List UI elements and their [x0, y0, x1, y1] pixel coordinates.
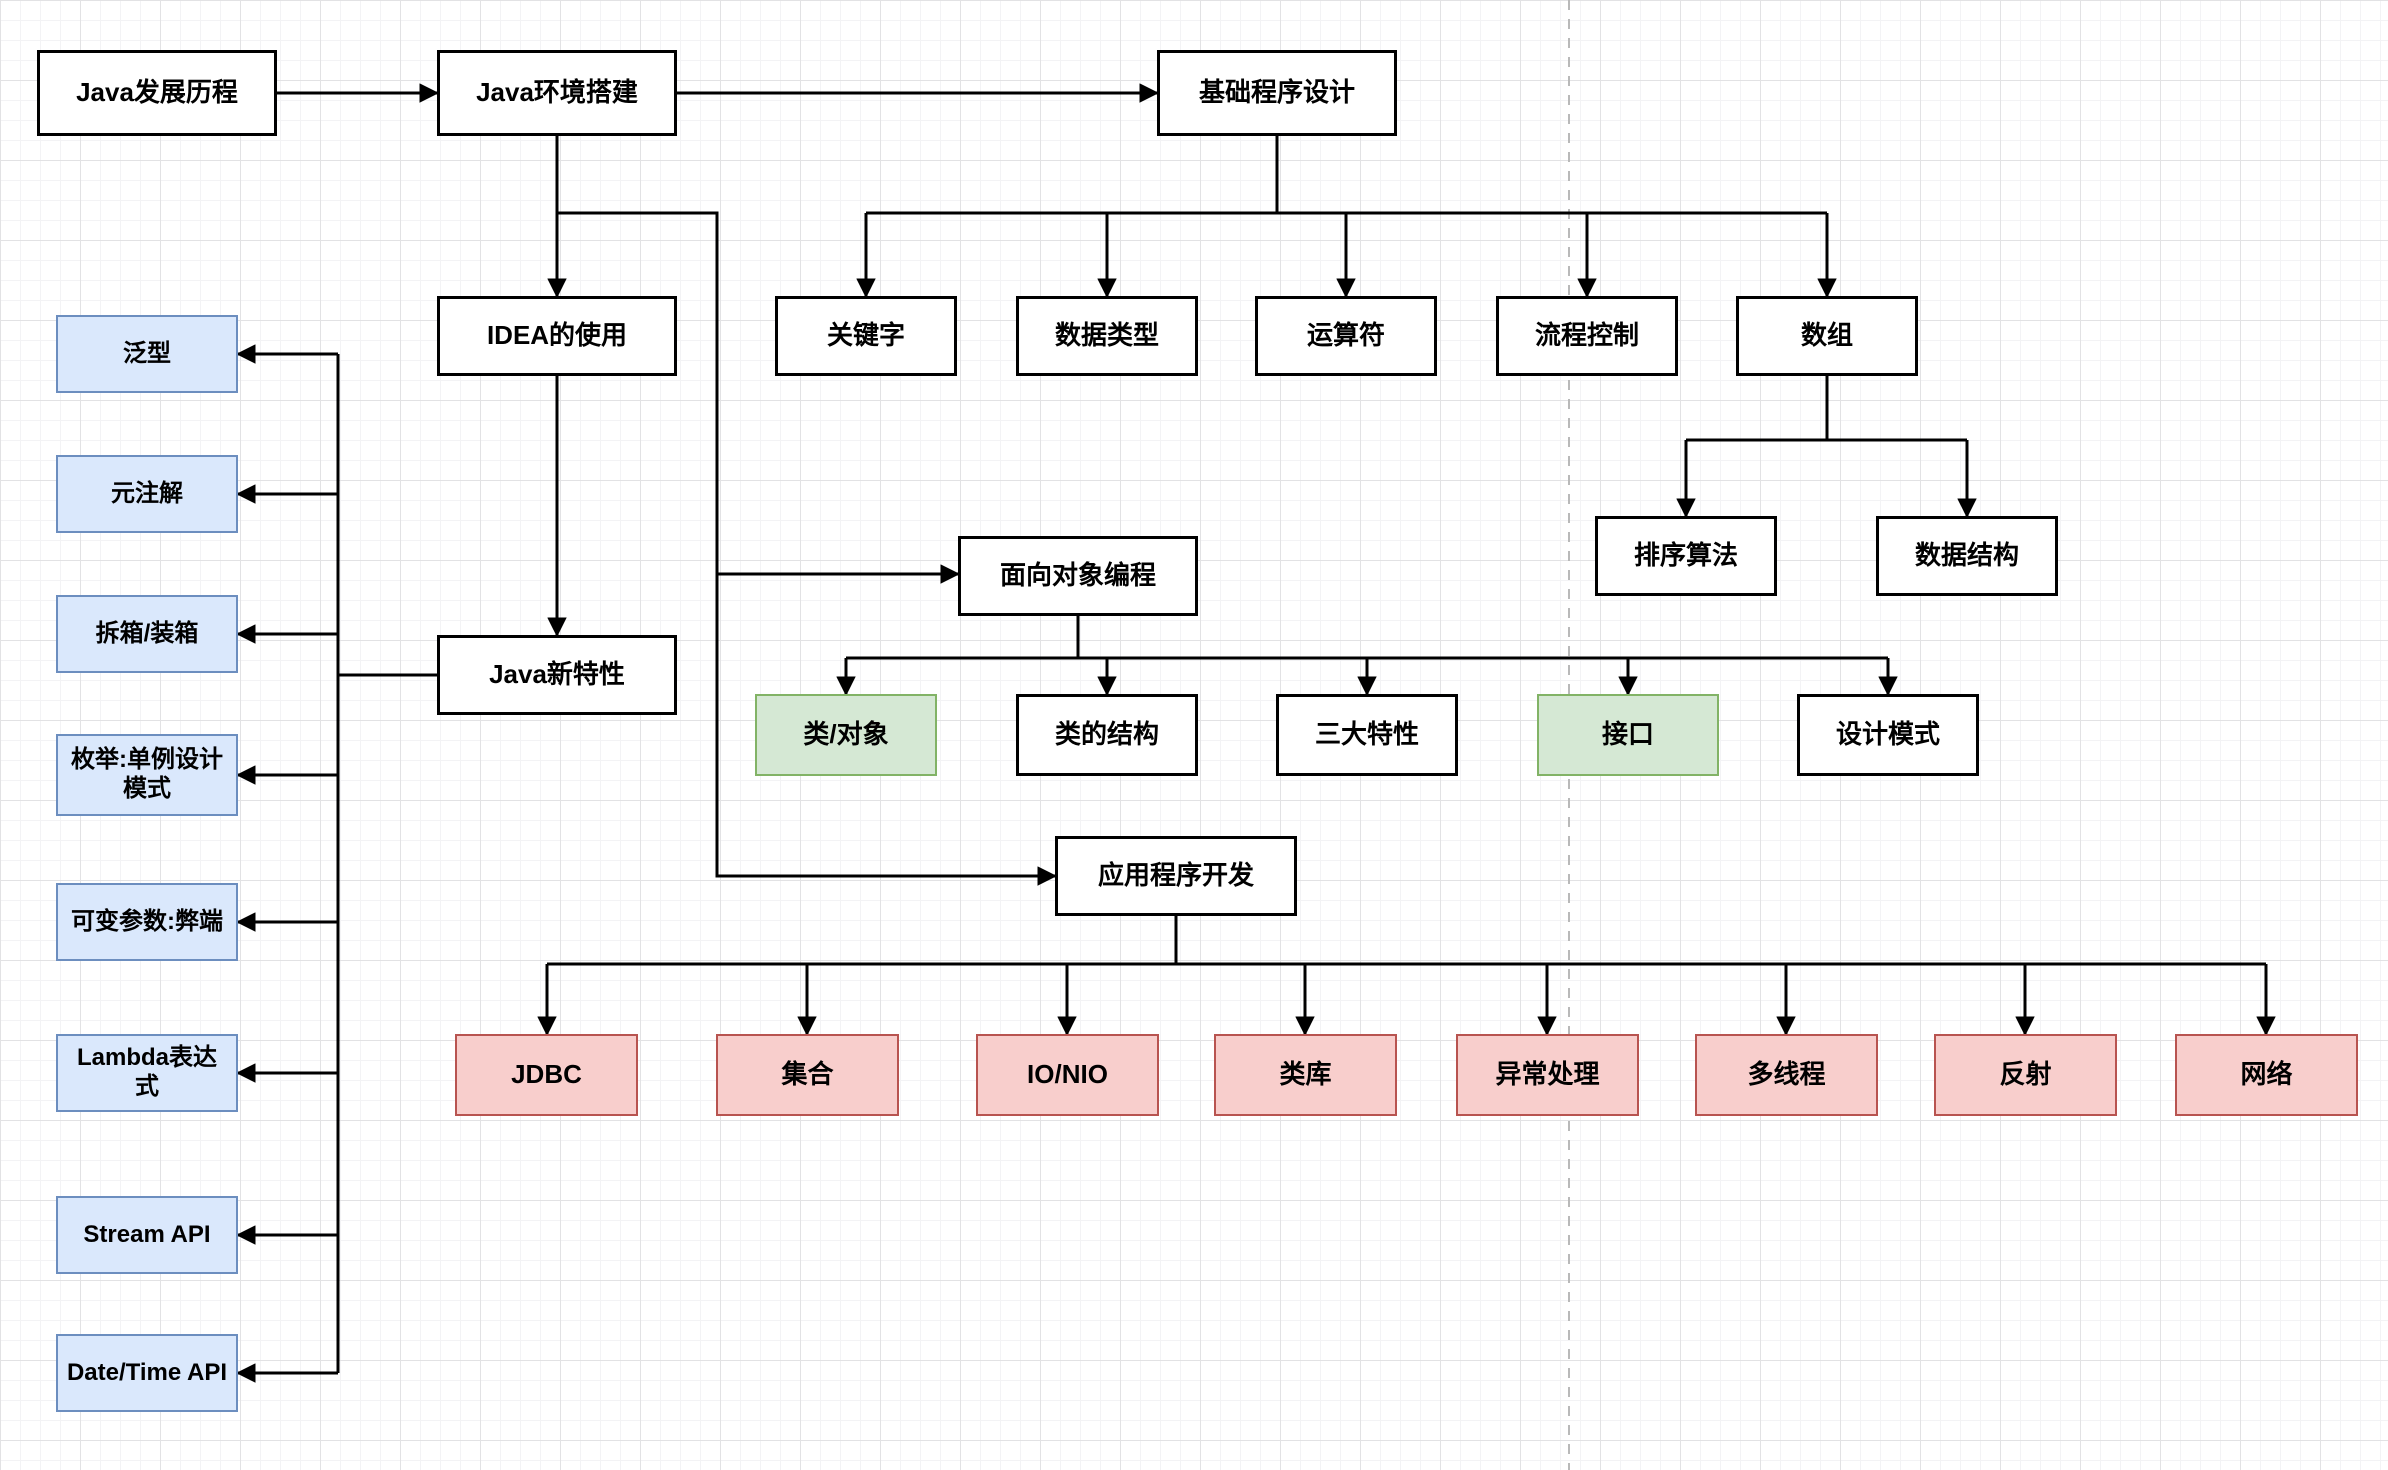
node-oop[interactable]: 面向对象编程 [958, 536, 1198, 616]
node-enum-singleton[interactable]: 枚举:单例设计模式 [56, 734, 238, 816]
node-java-features[interactable]: Java新特性 [437, 635, 677, 715]
node-lambda[interactable]: Lambda表达式 [56, 1034, 238, 1112]
node-collections[interactable]: 集合 [716, 1034, 899, 1116]
connectors [236, 83, 2276, 1383]
node-arrays[interactable]: 数组 [1736, 296, 1918, 376]
node-keywords[interactable]: 关键字 [775, 296, 957, 376]
node-data-structures[interactable]: 数据结构 [1876, 516, 2058, 596]
node-class-structure[interactable]: 类的结构 [1016, 694, 1198, 776]
connector-features-bus [336, 354, 437, 1373]
connector-oop-bus [846, 616, 1888, 660]
node-class-library[interactable]: 类库 [1214, 1034, 1397, 1116]
node-java-history[interactable]: Java发展历程 [37, 50, 277, 136]
node-sorting-algorithms[interactable]: 排序算法 [1595, 516, 1777, 596]
node-network[interactable]: 网络 [2175, 1034, 2358, 1116]
node-multithreading[interactable]: 多线程 [1695, 1034, 1878, 1116]
connector-basic-bus [866, 136, 1827, 215]
node-jdbc[interactable]: JDBC [455, 1034, 638, 1116]
node-generics[interactable]: 泛型 [56, 315, 238, 393]
node-idea-usage[interactable]: IDEA的使用 [437, 296, 677, 376]
node-io-nio[interactable]: IO/NIO [976, 1034, 1159, 1116]
node-varargs-drawbacks[interactable]: 可变参数:弊端 [56, 883, 238, 961]
node-unboxing-boxing[interactable]: 拆箱/装箱 [56, 595, 238, 673]
node-stream-api[interactable]: Stream API [56, 1196, 238, 1274]
node-meta-annotations[interactable]: 元注解 [56, 455, 238, 533]
node-app-dev[interactable]: 应用程序开发 [1055, 836, 1297, 916]
node-java-env[interactable]: Java环境搭建 [437, 50, 677, 136]
connector-env-appdev [715, 574, 1057, 886]
node-interface[interactable]: 接口 [1537, 694, 1719, 776]
node-class-object[interactable]: 类/对象 [755, 694, 937, 776]
node-reflection[interactable]: 反射 [1934, 1034, 2117, 1116]
node-exception-handling[interactable]: 异常处理 [1456, 1034, 1639, 1116]
node-basic-programming[interactable]: 基础程序设计 [1157, 50, 1397, 136]
node-design-patterns[interactable]: 设计模式 [1797, 694, 1979, 776]
node-datetime-api[interactable]: Date/Time API [56, 1334, 238, 1412]
connector-env-oop [557, 211, 960, 584]
node-three-features[interactable]: 三大特性 [1276, 694, 1458, 776]
node-data-types[interactable]: 数据类型 [1016, 296, 1198, 376]
node-flow-control[interactable]: 流程控制 [1496, 296, 1678, 376]
connector-arrays-bus [1686, 376, 1967, 442]
node-operators[interactable]: 运算符 [1255, 296, 1437, 376]
connector-appdev-bus [547, 916, 2266, 966]
